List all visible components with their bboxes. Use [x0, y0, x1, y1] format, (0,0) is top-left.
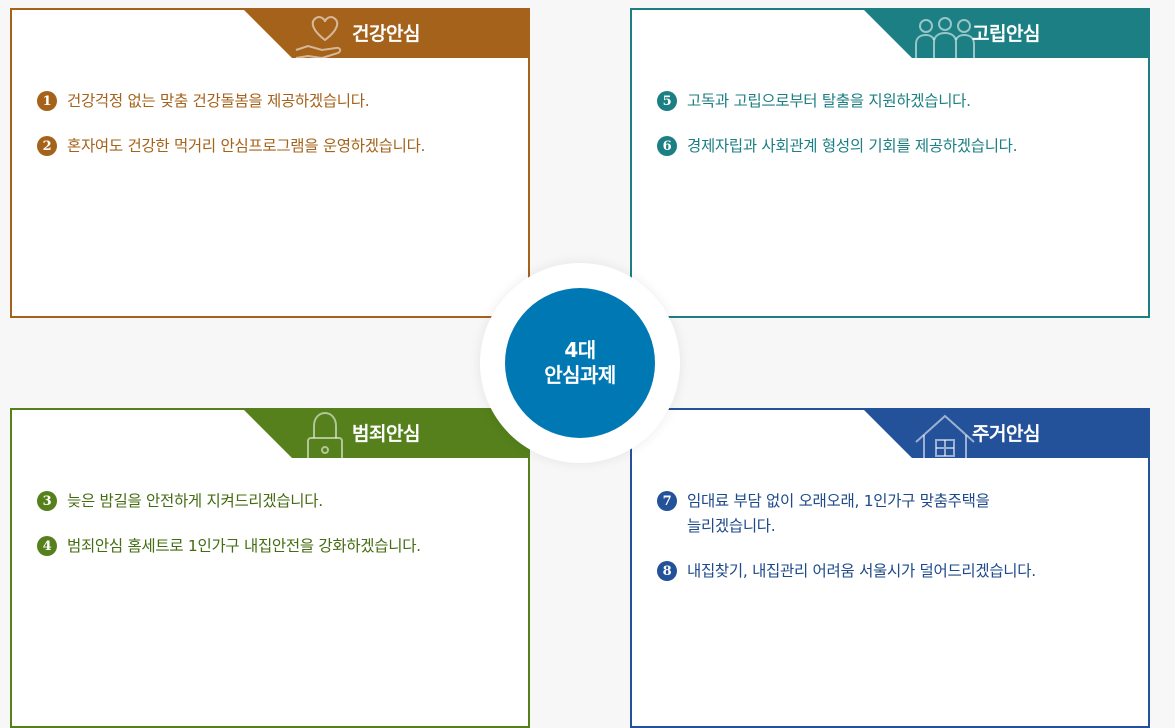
card-health-safety: 건강안심 1 건강걱정 없는 맞춤 건강돌봄을 제공하겠습니다. 2 혼자여도 … [10, 8, 530, 318]
task-text: 혼자여도 건강한 먹거리 안심프로그램을 운영하겠습니다. [67, 137, 426, 155]
center-badge: 4대 안심과제 [505, 288, 655, 438]
people-group-icon [915, 17, 975, 58]
card-header-tab: 주거안심 [862, 408, 1150, 458]
card-title: 건강안심 [352, 23, 420, 45]
house-icon [915, 414, 975, 458]
card-header-tab: 고립안심 [862, 8, 1150, 58]
list-item: 1 건강걱정 없는 맞춤 건강돌봄을 제공하겠습니다. [37, 89, 508, 114]
task-text: 건강걱정 없는 맞춤 건강돌봄을 제공하겠습니다. [67, 92, 370, 110]
list-item: 8 내집찾기, 내집관리 어려움 서울시가 덜어드리겠습니다. [657, 559, 1128, 584]
list-item: 5 고독과 고립으로부터 탈출을 지원하겠습니다. [657, 89, 1128, 114]
number-badge: 7 [657, 491, 677, 511]
task-list: 3 늦은 밤길을 안전하게 지켜드리겠습니다. 4 범죄안심 홈세트로 1인가구… [37, 489, 508, 579]
number-badge: 4 [37, 536, 57, 556]
task-list: 5 고독과 고립으로부터 탈출을 지원하겠습니다. 6 경제자립과 사회관계 형… [657, 89, 1128, 179]
number-badge: 1 [37, 91, 57, 111]
number-badge: 8 [657, 561, 677, 581]
task-text: 임대료 부담 없이 오래오래, 1인가구 맞춤주택을 늘리겠습니다. [687, 492, 990, 535]
task-text: 고독과 고립으로부터 탈출을 지원하겠습니다. [687, 92, 971, 110]
task-list: 7 임대료 부담 없이 오래오래, 1인가구 맞춤주택을 늘리겠습니다. 8 내… [657, 489, 1128, 604]
card-housing-safety: 주거안심 7 임대료 부담 없이 오래오래, 1인가구 맞춤주택을 늘리겠습니다… [630, 408, 1150, 728]
number-badge: 2 [37, 136, 57, 156]
center-badge-line1: 4대 [564, 338, 596, 362]
card-title: 고립안심 [972, 23, 1040, 45]
card-crime-safety: 범죄안심 3 늦은 밤길을 안전하게 지켜드리겠습니다. 4 범죄안심 홈세트로… [10, 408, 530, 728]
card-title: 주거안심 [972, 423, 1040, 445]
card-header-tab: 건강안심 [242, 8, 530, 58]
task-text: 범죄안심 홈세트로 1인가구 내집안전을 강화하겠습니다. [67, 537, 421, 555]
list-item: 3 늦은 밤길을 안전하게 지켜드리겠습니다. [37, 489, 508, 514]
list-item: 2 혼자여도 건강한 먹거리 안심프로그램을 운영하겠습니다. [37, 134, 508, 159]
padlock-icon [307, 411, 343, 458]
task-text: 늦은 밤길을 안전하게 지켜드리겠습니다. [67, 492, 323, 510]
card-title: 범죄안심 [352, 423, 420, 445]
list-item: 7 임대료 부담 없이 오래오래, 1인가구 맞춤주택을 늘리겠습니다. [657, 489, 1128, 539]
number-badge: 3 [37, 491, 57, 511]
list-item: 4 범죄안심 홈세트로 1인가구 내집안전을 강화하겠습니다. [37, 534, 508, 559]
card-isolation-safety: 고립안심 5 고독과 고립으로부터 탈출을 지원하겠습니다. 6 경제자립과 사… [630, 8, 1150, 318]
task-text: 경제자립과 사회관계 형성의 기회를 제공하겠습니다. [687, 137, 1018, 155]
center-badge-line2: 안심과제 [544, 363, 616, 387]
list-item: 6 경제자립과 사회관계 형성의 기회를 제공하겠습니다. [657, 134, 1128, 159]
number-badge: 5 [657, 91, 677, 111]
card-header-tab: 범죄안심 [242, 408, 530, 458]
heart-in-hand-icon [295, 16, 342, 58]
number-badge: 6 [657, 136, 677, 156]
task-text: 내집찾기, 내집관리 어려움 서울시가 덜어드리겠습니다. [687, 562, 1036, 580]
task-list: 1 건강걱정 없는 맞춤 건강돌봄을 제공하겠습니다. 2 혼자여도 건강한 먹… [37, 89, 508, 179]
